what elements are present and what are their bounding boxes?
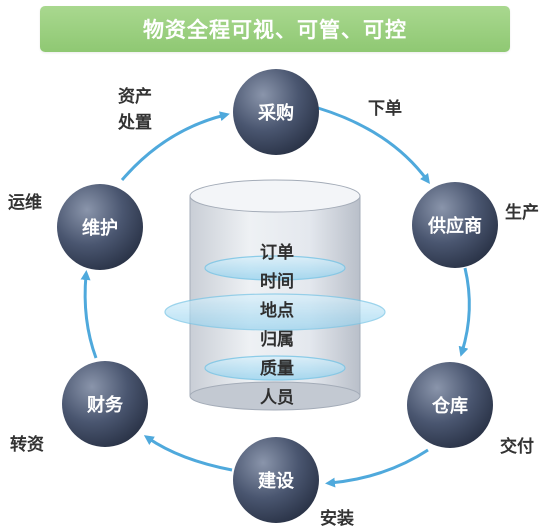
node-label-warehouse: 仓库 <box>431 395 468 417</box>
node-label-construction: 建设 <box>258 470 294 492</box>
arrow-maintenance-to-purchase <box>120 111 230 181</box>
edge-label-order: 下单 <box>368 98 402 119</box>
arrow-finance-to-maintenance <box>80 270 98 359</box>
title-banner: 物资全程可视、可管、可控 <box>40 6 510 52</box>
edge-label-operation: 运维 <box>8 192 42 213</box>
node-supplier: 供应商 <box>412 182 498 268</box>
node-label-purchase: 采购 <box>257 102 294 124</box>
page-title: 物资全程可视、可管、可控 <box>143 18 407 42</box>
node-purchase: 采购 <box>233 69 319 155</box>
edge-label-installation: 安装 <box>320 508 354 529</box>
edge-label-transfer: 转资 <box>10 434 44 455</box>
arrow-construction-to-finance <box>143 435 233 472</box>
db-item-personnel: 人员 <box>260 388 294 408</box>
db-item-location: 地点 <box>260 300 294 321</box>
node-construction: 建设 <box>233 437 319 523</box>
arrow-warehouse-to-construction <box>325 448 429 488</box>
arrow-supplier-to-warehouse <box>458 267 471 357</box>
node-finance: 财务 <box>62 361 148 447</box>
edge-label-production: 生产 <box>505 202 539 223</box>
edge-label-asset-disposal-line1: 资产 <box>118 86 152 107</box>
db-item-quality: 质量 <box>260 358 294 379</box>
arrow-purchase-to-supplier <box>317 106 430 185</box>
node-maintenance: 维护 <box>57 184 143 270</box>
edge-label-asset-disposal-line2: 处置 <box>117 112 152 133</box>
node-label-maintenance: 维护 <box>82 217 118 239</box>
node-label-finance: 财务 <box>87 394 124 416</box>
node-warehouse: 仓库 <box>407 362 493 448</box>
edge-label-delivery: 交付 <box>500 436 534 457</box>
db-item-order: 订单 <box>260 242 294 263</box>
db-item-ownership: 归属 <box>260 329 294 350</box>
database-cylinder: 订单 时间 地点 归属 质量 人员 <box>164 179 386 411</box>
inner-ring-upper <box>204 255 346 281</box>
cycle-arrows <box>80 106 471 488</box>
node-label-supplier: 供应商 <box>427 215 482 237</box>
outer-ring-middle <box>164 293 386 331</box>
inner-ring-lower <box>204 355 346 381</box>
db-item-time: 时间 <box>260 271 294 292</box>
